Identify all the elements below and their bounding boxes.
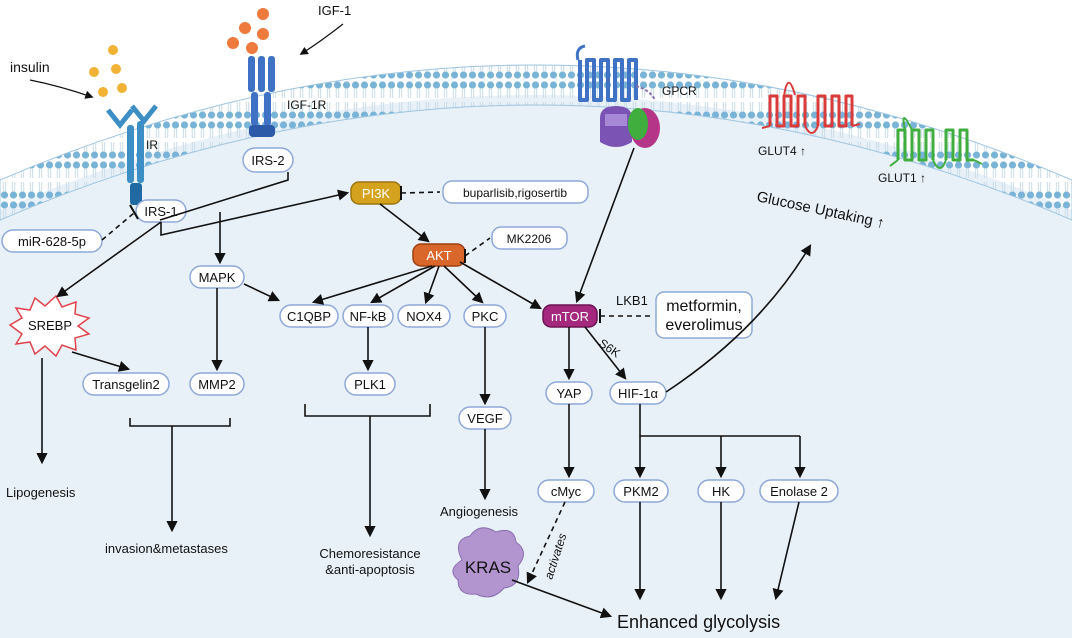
node-c1qbp: C1QBP — [279, 304, 339, 328]
svg-text:VEGF: VEGF — [467, 411, 502, 426]
node-vegf: VEGF — [458, 406, 512, 430]
glut1-label: GLUT1 ↑ — [878, 171, 926, 185]
svg-text:everolimus: everolimus — [665, 317, 742, 334]
svg-text:NF-kB: NF-kB — [350, 309, 387, 324]
svg-text:metformin,: metformin, — [666, 298, 742, 315]
inhibitor-metformin-everolimus: metformin, everolimus — [655, 291, 753, 339]
insulin-arrow — [29, 79, 94, 99]
svg-text:PLK1: PLK1 — [354, 377, 386, 392]
svg-text:buparlisib,rigosertib: buparlisib,rigosertib — [463, 186, 567, 200]
outcome-enhanced-glycolysis: Enhanced glycolysis — [617, 612, 780, 632]
svg-text:mTOR: mTOR — [551, 309, 589, 324]
node-enolase2: Enolase 2 — [759, 479, 839, 503]
inhibitor-mk2206: MK2206 — [491, 226, 568, 250]
gpcr-receptor — [575, 44, 660, 148]
node-cmyc: cMyc — [537, 479, 595, 503]
node-irs2: IRS-2 — [242, 147, 294, 173]
outcome-anti-apoptosis: &anti-apoptosis — [325, 562, 415, 577]
svg-text:NOX4: NOX4 — [406, 309, 441, 324]
svg-text:MAPK: MAPK — [199, 270, 236, 285]
node-mapk: MAPK — [189, 265, 245, 289]
insulin-ligand — [89, 45, 127, 97]
svg-text:IRS-1: IRS-1 — [144, 204, 177, 219]
inhibitor-buparlisib: buparlisib,rigosertib — [442, 180, 589, 204]
svg-text:PKM2: PKM2 — [623, 484, 658, 499]
svg-text:IRS-2: IRS-2 — [251, 153, 284, 168]
igf1-ligand — [227, 8, 269, 54]
svg-text:PKC: PKC — [472, 309, 499, 324]
node-pkm2: PKM2 — [613, 479, 669, 503]
ir-label: IR — [146, 138, 158, 152]
node-pkc: PKC — [463, 304, 507, 328]
outcome-angiogenesis: Angiogenesis — [440, 504, 519, 519]
svg-text:YAP: YAP — [556, 386, 581, 401]
node-akt: AKT — [412, 243, 466, 267]
node-mtor: mTOR — [542, 304, 598, 328]
svg-text:SREBP: SREBP — [28, 318, 72, 333]
outcome-invasion: invasion&metastases — [105, 541, 228, 556]
igf1-label: IGF-1 — [318, 3, 351, 18]
svg-text:AKT: AKT — [426, 248, 451, 263]
node-yap: YAP — [545, 381, 593, 405]
svg-text:miR-628-5p: miR-628-5p — [18, 234, 86, 249]
node-kras: KRAS — [452, 527, 524, 598]
svg-text:MMP2: MMP2 — [198, 377, 236, 392]
glut1-transporter — [889, 117, 983, 169]
node-mmp2: MMP2 — [189, 372, 245, 396]
svg-text:HIF-1α: HIF-1α — [618, 386, 659, 401]
node-mir-628-5p: miR-628-5p — [1, 229, 103, 253]
node-transgelin2: Transgelin2 — [82, 372, 170, 396]
igf1r-label: IGF-1R — [287, 98, 327, 112]
pathway-edges — [36, 147, 812, 619]
svg-text:PI3K: PI3K — [362, 186, 391, 201]
igf1-arrow — [299, 23, 344, 55]
svg-text:HK: HK — [712, 484, 730, 499]
node-hk: HK — [697, 479, 745, 503]
node-irs1: IRS-1 — [135, 199, 187, 223]
svg-text:Enolase 2: Enolase 2 — [770, 484, 828, 499]
gpcr-label: GPCR — [662, 84, 697, 98]
node-srebp: SREBP — [8, 294, 91, 358]
node-nox4: NOX4 — [397, 304, 451, 328]
node-nfkb: NF-kB — [342, 304, 394, 328]
inhibitor-lkb1: LKB1 — [616, 293, 648, 308]
svg-text:MK2206: MK2206 — [507, 232, 552, 246]
outcome-chemoresistance: Chemoresistance — [319, 546, 420, 561]
svg-text:Transgelin2: Transgelin2 — [92, 377, 159, 392]
insulin-label: insulin — [10, 59, 50, 75]
node-hif1a: HIF-1α — [609, 381, 667, 405]
svg-text:cMyc: cMyc — [551, 484, 582, 499]
node-pi3k: PI3K — [350, 181, 402, 205]
node-plk1: PLK1 — [344, 372, 396, 396]
outcome-lipogenesis: Lipogenesis — [6, 485, 76, 500]
svg-text:C1QBP: C1QBP — [287, 309, 331, 324]
inhibition-caps — [129, 186, 601, 323]
glut4-transporter — [761, 81, 861, 134]
glut4-label: GLUT4 ↑ — [758, 144, 806, 158]
svg-text:KRAS: KRAS — [465, 558, 511, 577]
igf1r-receptor — [248, 56, 275, 137]
ir-receptor — [106, 104, 158, 205]
